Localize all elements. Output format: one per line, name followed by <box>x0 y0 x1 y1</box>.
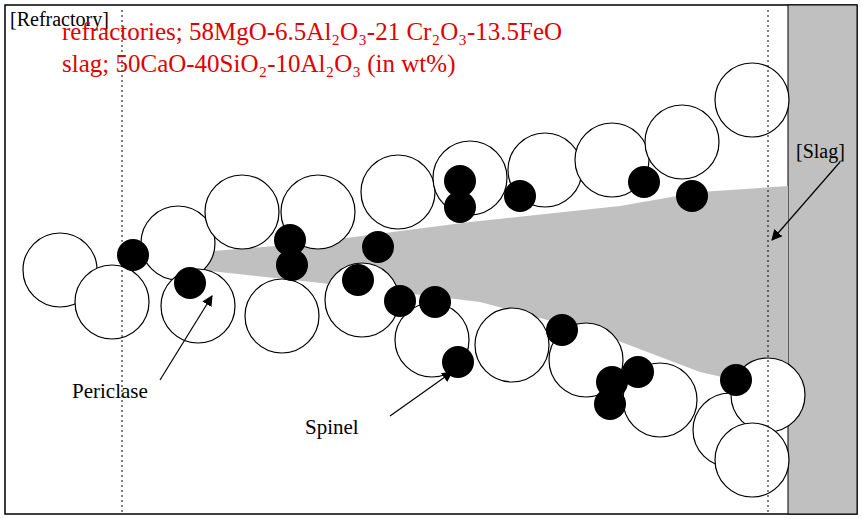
spinel-grain <box>594 388 626 420</box>
boundary-line <box>768 10 769 512</box>
spinel-grain <box>174 267 206 299</box>
spinel-grain <box>342 264 374 296</box>
region-label: [Slag] <box>796 140 845 162</box>
spinel-grain <box>384 285 416 317</box>
periclase-grain <box>715 63 789 137</box>
spinel-grain <box>442 346 474 378</box>
periclase-grain <box>245 279 319 353</box>
spinel-grain <box>546 314 578 346</box>
leader-line <box>160 296 212 380</box>
boundary-line <box>122 10 123 512</box>
composition-note: slag; 50CaO-40SiO₂-10Al₂O₃ (in wt%) <box>62 50 455 78</box>
periclase-grain <box>645 105 719 179</box>
spinel-grain <box>504 180 536 212</box>
refractory-frame <box>5 5 857 514</box>
spinel-grain <box>676 180 708 212</box>
leader-line <box>390 372 452 416</box>
grains <box>23 63 805 497</box>
periclase-grain <box>205 175 279 249</box>
periclase-grain <box>361 155 435 229</box>
composition-note: refractories; 58MgO-6.5Al₂O₃-21 Cr₂O₃-13… <box>62 18 562 46</box>
part-label: Spinel <box>305 416 359 439</box>
periclase-grain <box>75 265 149 339</box>
periclase-grain <box>715 423 789 497</box>
slag-bath <box>788 5 857 514</box>
periclase-grain <box>475 308 549 382</box>
spinel-grain <box>419 286 451 318</box>
spinel-grain <box>444 191 476 223</box>
spinel-grain <box>628 166 660 198</box>
part-label: Periclase <box>72 380 148 403</box>
spinel-grain <box>720 364 752 396</box>
spinel-grain <box>622 356 654 388</box>
leader-line <box>772 162 840 240</box>
spinel-grain <box>362 231 394 263</box>
spinel-grain <box>276 249 308 281</box>
